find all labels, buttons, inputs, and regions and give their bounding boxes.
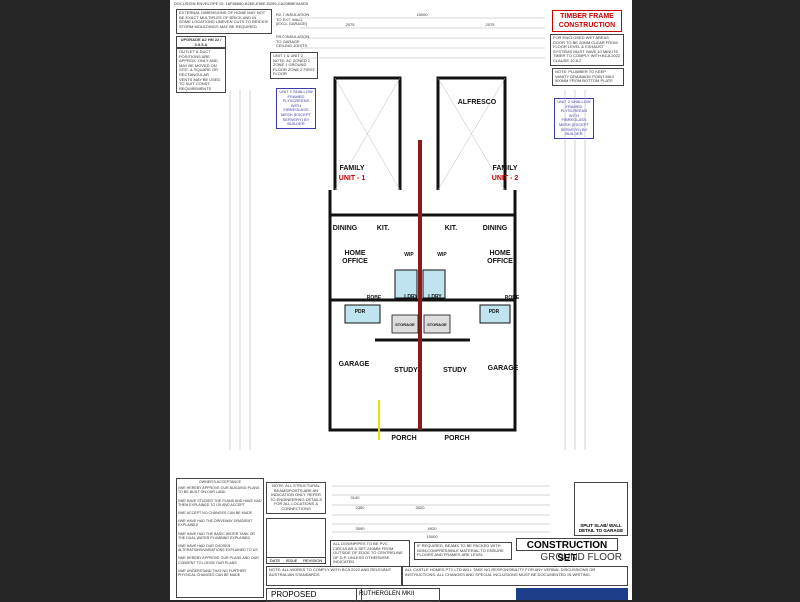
note-unit2-flyscreen: Unit 2 Shallow framed flyscreens with fi…	[554, 98, 594, 139]
room-robe-1: ROBE	[367, 295, 382, 301]
room-porch-1: PORCH	[391, 435, 416, 442]
room-office-1: OFFICE	[342, 258, 368, 265]
acceptance-item: I/We hereby approve our plans and our co…	[178, 556, 259, 565]
room-garage-1: GARAGE	[339, 361, 370, 368]
unit-1-label: UNIT - 1	[339, 175, 366, 182]
room-wip-1: WIP	[404, 252, 414, 258]
dim-8: 15000	[426, 534, 438, 539]
sheet-name: GROUND FLOOR	[540, 552, 622, 563]
room-study-2: STUDY	[443, 367, 467, 374]
note-external-dims: External dimensions of home may not be e…	[176, 9, 272, 34]
note-outlet: Outlet & duct positions are approx. only…	[176, 48, 226, 94]
room-ldry-1: LDRY	[404, 294, 418, 300]
room-wip-2: WIP	[437, 252, 447, 258]
split-slab-label: SPLIT SLAB/ WALL DETAIL TO GARAGE	[578, 523, 624, 533]
storage-hatch	[391, 314, 451, 334]
room-kit-1: KIT.	[377, 225, 390, 232]
timber-frame-label: TIMBER FRAME CONSTRUCTION	[552, 10, 622, 32]
revision-header-revision: REVISION	[303, 558, 323, 563]
room-ldry-2: LDRY	[428, 294, 442, 300]
room-pdr-1: PDR	[355, 309, 366, 315]
acceptance-item: I/We accept no changes can be made	[178, 511, 253, 516]
builder-logo-bar	[516, 588, 628, 600]
drawing-sheet: Docusign Envelope ID: 16F86680-B26e-e50E…	[170, 0, 632, 602]
dim-5: 3020	[416, 505, 426, 510]
room-dining-2: DINING	[483, 225, 508, 232]
note-unit-zones: Unit 1 & Unit 2 note: AC zoned 2 zone 1 …	[270, 52, 318, 79]
revision-header-date: DATE	[269, 558, 281, 563]
envelope-id: Docusign Envelope ID: 16F86680-B26e-e50E…	[174, 1, 374, 7]
dim-6: 3090	[356, 526, 366, 531]
room-robe-2: ROBE	[505, 295, 520, 301]
room-family-1: FAMILY	[339, 165, 364, 172]
room-office-2: OFFICE	[487, 258, 513, 265]
room-study-1: STUDY	[394, 367, 418, 374]
dim-1: 2075	[346, 22, 356, 27]
revision-header-issue: ISSUE	[285, 558, 298, 563]
construction-set-label: CONSTRUCTION SET	[516, 538, 618, 564]
dim-3: 3140	[351, 495, 361, 500]
walls	[328, 76, 517, 432]
owner-acceptance: Owner's acceptance I/We hereby approve o…	[176, 478, 264, 598]
note-disclaimer: All Castle Homes Pty Ltd will take no re…	[402, 566, 628, 586]
acceptance-item: I/We understand that no further physical…	[178, 568, 246, 578]
note-structural: Note: all structural beams/posts are an …	[266, 482, 326, 514]
boundary-marker	[378, 400, 380, 440]
room-storage-2: STORAGE	[427, 322, 447, 327]
note-plumber: Note: plumber to keep vanity drainage po…	[552, 68, 624, 86]
dimension-lines	[229, 17, 586, 533]
room-home-office-2: HOME	[490, 250, 511, 257]
note-unit1-flyscreen: Unit 1 Shallow framed flyscreens with fi…	[276, 88, 316, 129]
acceptance-item: I/We have had the basic water tank or th…	[178, 531, 256, 540]
dim-overall: 15000	[416, 12, 428, 17]
note-wet-areas: For enclosed wet areas door to be 20mm c…	[550, 34, 624, 66]
room-pdr-2: PDR	[489, 309, 500, 315]
unit-2-label: UNIT - 2	[492, 175, 519, 182]
note-bca: Note: all works to comply with BCA 2022 …	[266, 566, 402, 586]
room-garage-2: GARAGE	[488, 365, 519, 372]
room-home-office-1: HOME	[345, 250, 366, 257]
room-storage-1: STORAGE	[395, 322, 415, 327]
split-slab-detail: SPLIT SLAB/ WALL DETAIL TO GARAGE	[574, 482, 628, 536]
room-alfresco: ALFRESCO	[458, 99, 497, 106]
dim-2: 2075	[486, 22, 496, 27]
note-beams: If required, beams to be packed with non…	[414, 542, 512, 560]
roof-lines	[334, 77, 506, 191]
acceptance-item: I/We have had the driveway gradient expl…	[178, 519, 253, 528]
room-family-2: FAMILY	[492, 165, 517, 172]
note-downpipes: All downpipes to be PVC circular & set 2…	[330, 540, 410, 567]
note-upgrade: Upgrade A2 HN 22 / 3.5.5.A	[176, 36, 226, 48]
room-kit-2: KIT.	[445, 225, 458, 232]
room-dining-1: DINING	[333, 225, 358, 232]
note-insulation-wall: R2.7 Insulation to ext. wall (excl garag…	[274, 12, 314, 32]
room-porch-2: PORCH	[444, 435, 469, 442]
floor-plan: 15000 2075 2075 3140 2350 3020 3090 4920…	[229, 12, 586, 539]
acceptance-item: I/We have had our chosen alterations/var…	[178, 544, 258, 553]
dim-4: 2350	[356, 505, 366, 510]
acceptance-title: Owner's acceptance	[199, 480, 241, 484]
wet-areas	[344, 269, 511, 324]
dim-7: 4920	[428, 526, 438, 531]
acceptance-item: I/We have studied the plans and have had…	[178, 498, 262, 507]
acceptance-item: I/We hereby approve our building plans t…	[178, 486, 260, 495]
revision-table: DATE ISSUE REVISION	[266, 518, 326, 564]
